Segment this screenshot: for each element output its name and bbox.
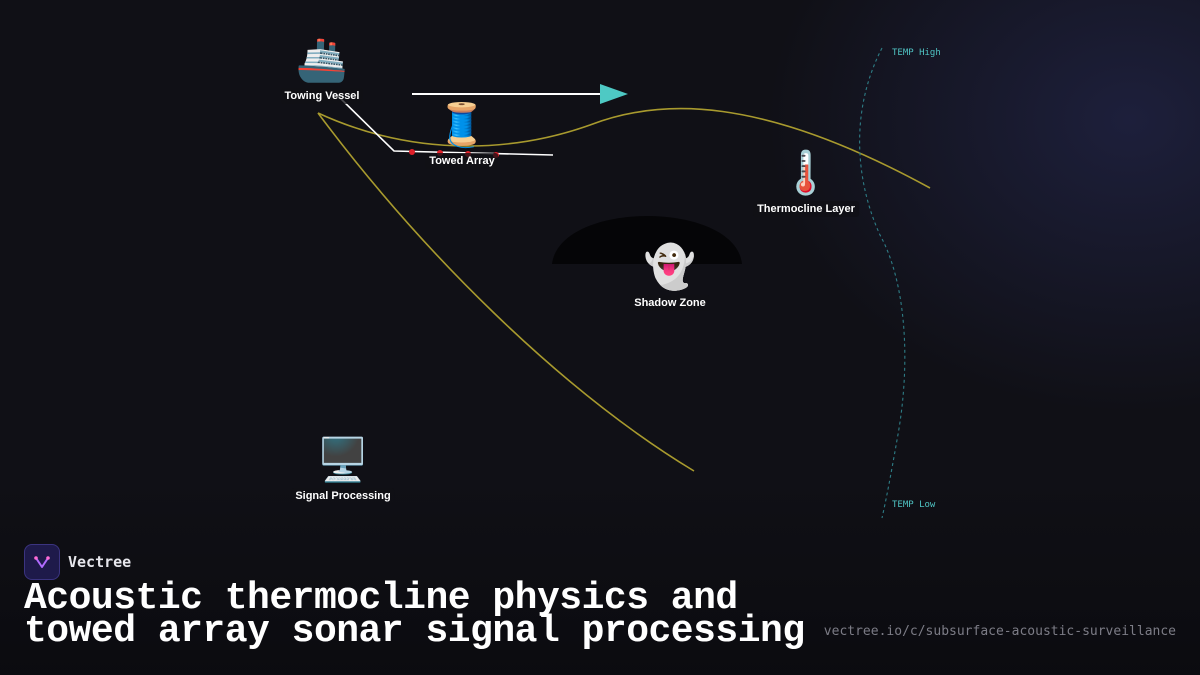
sound-ray-downward <box>317 112 695 472</box>
sound-ray-upper <box>317 107 931 189</box>
temp-low-label: TEMP Low <box>892 500 936 510</box>
vectree-logo-icon <box>24 544 60 580</box>
title-line-2: towed array sonar signal processing <box>24 610 805 653</box>
spool-icon: 🧵 <box>435 100 489 149</box>
hydrophone-1 <box>409 149 415 155</box>
shadow-zone-label: Shadow Zone <box>630 295 710 311</box>
towing-vessel-label: Towing Vessel <box>280 88 364 104</box>
temp-high-label: TEMP High <box>892 48 941 58</box>
node-towed-array: 🧵 Towed Array <box>425 100 499 169</box>
node-signal-processing: 🖥️ Signal Processing <box>291 435 395 504</box>
brand-name: Vectree <box>68 553 132 571</box>
computer-icon: 🖥️ <box>316 435 370 484</box>
temperature-profile-curve <box>859 47 906 519</box>
thermocline-layer-label: Thermocline Layer <box>753 201 859 217</box>
signal-processing-label: Signal Processing <box>291 488 395 504</box>
thermometer-icon: 🌡️ <box>779 148 833 197</box>
towed-array-label: Towed Array <box>425 153 499 169</box>
node-towing-vessel: 🚢 Towing Vessel <box>280 35 364 104</box>
tow-cable <box>335 93 554 156</box>
brand: Vectree <box>24 544 131 580</box>
page-title: Acoustic thermocline physics and towed a… <box>24 580 805 651</box>
title-line-1: Acoustic thermocline physics and <box>24 577 738 620</box>
shadow-zone-region <box>552 216 742 264</box>
direction-arrow-head <box>600 84 628 104</box>
source-url[interactable]: vectree.io/c/subsurface-acoustic-surveil… <box>823 624 1176 639</box>
ghost-icon: 👻 <box>643 242 697 291</box>
ship-icon: 🚢 <box>295 35 349 84</box>
node-thermocline-layer: 🌡️ Thermocline Layer <box>753 149 859 217</box>
node-shadow-zone: 👻 Shadow Zone <box>630 243 710 311</box>
